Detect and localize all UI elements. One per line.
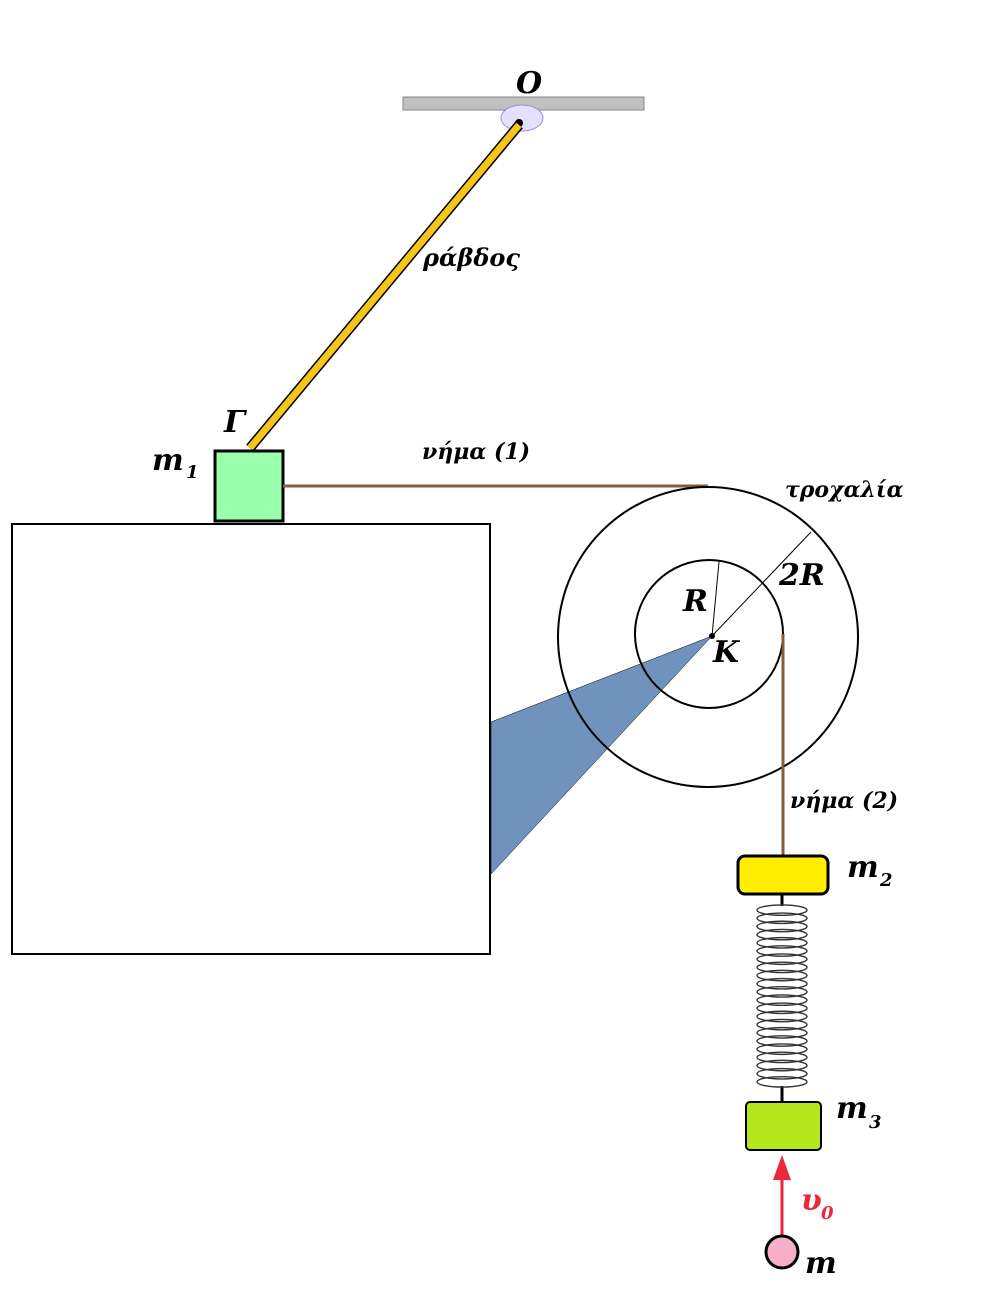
spring-coil xyxy=(756,1035,808,1047)
label-m2-sub: 2 xyxy=(879,870,893,891)
velocity-arrow-head xyxy=(773,1155,791,1180)
spring-coil xyxy=(756,977,808,990)
spring-coil xyxy=(756,920,808,933)
pulley-inner xyxy=(634,559,784,709)
spring-coil xyxy=(756,945,808,957)
radius-2r-line xyxy=(711,531,812,637)
spring-coil xyxy=(756,1010,808,1023)
spring-coil xyxy=(756,1043,808,1056)
block-m3 xyxy=(745,1101,822,1151)
spring-coil xyxy=(756,986,808,998)
label-string-2: νήμα (2) xyxy=(790,788,898,814)
label-velocity-sub: 0 xyxy=(821,1203,834,1224)
pulley-outer xyxy=(557,486,859,788)
spring-coil xyxy=(756,904,808,916)
table-box xyxy=(11,523,491,955)
rod-fill xyxy=(247,122,522,451)
label-center-k: K xyxy=(712,635,741,670)
spring-coil xyxy=(756,994,808,1006)
projectile-m xyxy=(764,1234,800,1270)
spring xyxy=(756,894,808,1102)
spring-coil xyxy=(756,1067,808,1080)
pulley-support xyxy=(490,635,713,875)
label-outer-radius: 2R xyxy=(778,558,825,593)
label-inner-radius: R xyxy=(682,584,708,619)
label-velocity: υ xyxy=(801,1183,822,1218)
spring-coil xyxy=(756,1076,808,1088)
label-rod: ράβδος xyxy=(422,243,520,272)
label-rod-end-gamma: Γ xyxy=(223,405,248,440)
spring-coil xyxy=(756,936,808,949)
spring-coil xyxy=(756,953,808,966)
spring-coil xyxy=(756,961,808,974)
spring-coil xyxy=(756,1002,808,1015)
spring-coil xyxy=(756,1026,808,1039)
label-string-1: νήμα (1) xyxy=(422,439,530,465)
label-m3: m xyxy=(836,1091,868,1126)
block-m2 xyxy=(736,854,830,896)
spring-coil xyxy=(756,1018,808,1031)
radius-r-line xyxy=(711,561,720,637)
spring-coil xyxy=(756,969,808,982)
spring-coil xyxy=(756,928,808,941)
hinge-o xyxy=(500,104,544,132)
label-m2: m xyxy=(847,850,879,885)
spring-coil xyxy=(756,1059,808,1072)
spring-coil xyxy=(756,912,808,925)
label-pivot-o: O xyxy=(516,66,542,101)
spring-coil xyxy=(756,1051,808,1064)
label-m1: m xyxy=(152,443,184,478)
label-projectile-m: m xyxy=(805,1246,837,1281)
label-pulley: τροχαλία xyxy=(785,477,904,503)
label-m3-sub: 3 xyxy=(869,1112,882,1133)
pulley-center-k xyxy=(709,633,715,639)
block-m1 xyxy=(213,449,285,523)
label-m1-sub: 1 xyxy=(186,462,199,483)
